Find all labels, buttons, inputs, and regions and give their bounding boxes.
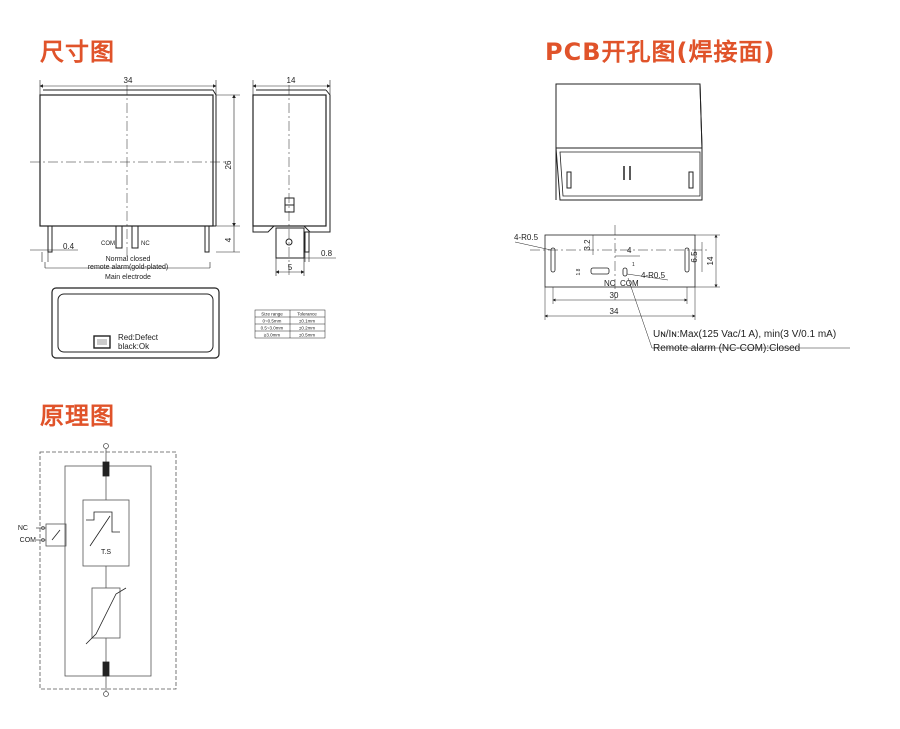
width-dim-label: 34 (124, 76, 133, 85)
dim-6-5-label: 6.5 (690, 251, 699, 263)
schematic-com-label: COM (20, 537, 37, 544)
nc-pin-label: NC (141, 241, 150, 247)
pcb-nc-label: NC (604, 279, 616, 288)
side-view (252, 80, 336, 276)
pcb-hole-heading: PCB开孔图(焊接面) (545, 38, 776, 66)
dimension-drawing-heading: 尺寸图 (40, 38, 115, 66)
gap-dim-label: 0.4 (63, 242, 75, 251)
status-red-label: Red:Defect (118, 333, 159, 342)
dim-4-label: 4 (627, 246, 632, 255)
pin-thickness-label: 0.8 (321, 249, 333, 258)
tolerance-cell: 0~0.5mm (263, 319, 282, 324)
dim-34-label: 34 (610, 307, 619, 316)
note-remote-alarm: remote alarm(gold-plated) (88, 264, 169, 271)
dim-1-8-label: 1.8 (576, 268, 582, 275)
pcb-hole-layout (514, 225, 850, 349)
dim-14-label: 14 (706, 256, 715, 265)
status-black-label: black:Ok (118, 342, 150, 351)
thermal-switch-label: T.S (101, 549, 111, 556)
dim-3-2-label: 3.2 (583, 239, 592, 251)
dim-1-label: 1 (632, 262, 635, 268)
main-electrode-label: Main electrode (105, 274, 151, 281)
pcb-com-label: COM (620, 279, 639, 288)
tolerance-cell: ≥3.0mm (264, 333, 280, 338)
circuit-schematic (36, 443, 177, 697)
tolerance-cell: 0.5~3.0mm (261, 326, 284, 331)
com-pin-label: COM (101, 241, 115, 247)
dim-30-label: 30 (610, 291, 619, 300)
radius-label-mid: 4-R0.5 (641, 271, 666, 280)
tolerance-header-tol: Tolerance (297, 312, 317, 317)
tolerance-table (254, 309, 326, 339)
note-normal-closed: Normal closed (106, 256, 151, 263)
tolerance-cell: ±0.2mm (299, 326, 315, 331)
remote-alarm-spec: Remote alarm (NC-COM):Closed (653, 343, 800, 354)
tolerance-header-size: Size range (261, 312, 283, 317)
schematic-heading: 原理图 (40, 402, 115, 430)
tolerance-cell: ±0.5mm (299, 333, 315, 338)
height-dim-label: 26 (224, 160, 233, 169)
radius-label-left: 4-R0.5 (514, 233, 539, 242)
tolerance-cell: ±0.1mm (299, 319, 315, 324)
schematic-nc-label: NC (18, 525, 28, 532)
isometric-view (555, 83, 703, 201)
front-view (30, 80, 240, 269)
rating-spec: Uɴ/Iɴ:Max(125 Vac/1 A), min(3 V/0.1 mA) (653, 329, 836, 340)
pin-pitch-label: 5 (288, 263, 293, 272)
pin-length-label: 4 (224, 237, 233, 242)
top-view (51, 287, 220, 359)
depth-dim-label: 14 (287, 76, 296, 85)
